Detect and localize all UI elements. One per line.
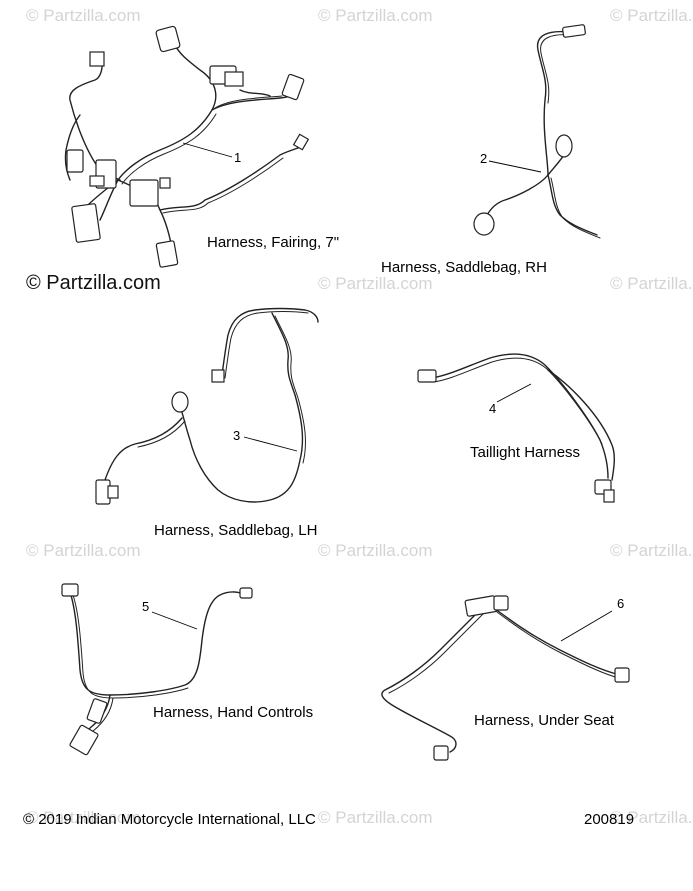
diagram-id: 200819	[584, 811, 635, 828]
harness-fairing-drawing	[64, 25, 310, 268]
watermark: © Partzilla.com	[610, 541, 693, 560]
watermark: © Partzilla.com	[26, 541, 141, 560]
harness-under-seat-drawing	[381, 595, 630, 761]
watermark: © Partzilla.com	[318, 541, 433, 560]
harness-hand-controls-drawing	[61, 583, 253, 756]
callout-4: 4	[489, 401, 497, 416]
callout-1: 1	[234, 150, 242, 165]
partzilla-watermark-main: © Partzilla.com	[26, 272, 161, 294]
watermark: © Partzilla.com	[610, 808, 693, 827]
watermark: © Partzilla.com	[318, 808, 433, 827]
callout-5: 5	[142, 599, 150, 614]
callout-6: 6	[617, 596, 625, 611]
caption-harness-fairing: Harness, Fairing, 7"	[207, 234, 340, 251]
watermark: © Partzilla.com	[610, 6, 693, 25]
watermark: © Partzilla.com	[610, 274, 693, 293]
harness-saddlebag-lh-drawing	[95, 307, 319, 505]
watermark: © Partzilla.com	[26, 6, 141, 25]
caption-harness-saddlebag-rh: Harness, Saddlebag, RH	[381, 259, 547, 276]
caption-harness-under-seat: Harness, Under Seat	[474, 712, 615, 729]
caption-harness-saddlebag-lh: Harness, Saddlebag, LH	[154, 522, 318, 539]
watermark: © Partzilla.com	[318, 6, 433, 25]
watermark: © Partzilla.com	[318, 274, 433, 293]
caption-taillight-harness: Taillight Harness	[470, 444, 581, 461]
callout-2: 2	[480, 151, 488, 166]
harness-taillight-drawing	[417, 353, 615, 503]
watermark: © Partzilla.com	[26, 808, 141, 827]
harness-saddlebag-rh-drawing	[473, 24, 601, 239]
copyright-notice: © 2019 Indian Motorcycle International, …	[23, 811, 316, 828]
callout-3: 3	[233, 428, 241, 443]
caption-harness-hand-controls: Harness, Hand Controls	[153, 704, 314, 721]
